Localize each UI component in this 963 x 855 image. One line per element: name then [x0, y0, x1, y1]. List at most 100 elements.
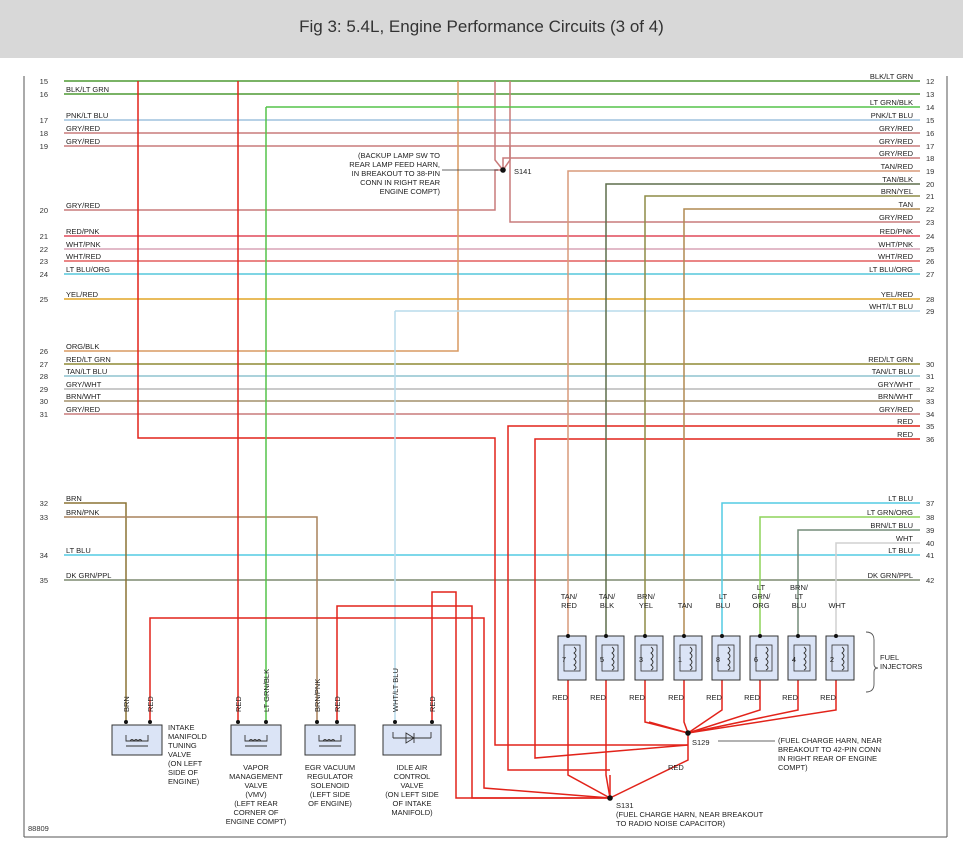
fuel-injector-wire-label: BLU — [792, 601, 807, 610]
left-pin-19: 19 — [40, 142, 48, 151]
vmv-solenoid-icon — [244, 735, 268, 747]
right-wire-label-32: GRY/WHT — [878, 380, 914, 389]
fuel-injector-red-label: RED — [668, 693, 684, 702]
left-pin-20: 20 — [40, 206, 48, 215]
fuel-injector-wire-label: TAN — [678, 601, 692, 610]
splice-s141-note: ENGINE COMPT) — [380, 187, 441, 196]
fuel-injector-wire-label: LT — [795, 592, 804, 601]
right-wire-label-30: RED/LT GRN — [868, 355, 913, 364]
egr-wire-label: BRN/PNK — [313, 679, 322, 712]
iac-wire-label: WHT/LT BLU — [391, 668, 400, 712]
fuel-injector-8-cylinder-number: 8 — [716, 655, 720, 664]
right-pin-40: 40 — [926, 539, 934, 548]
wire-injector-6-signal — [759, 516, 920, 636]
iac-label: OF INTAKE — [392, 799, 431, 808]
fuel-injector-2-coil — [831, 644, 849, 672]
right-pin-23: 23 — [926, 218, 934, 227]
splice-s141-note: IN BREAKOUT TO 38-PIN — [352, 169, 440, 178]
iac-label: CONTROL — [394, 772, 431, 781]
splice-s131-note: (FUEL CHARGE HARN, NEAR BREAKOUT — [616, 810, 764, 819]
right-pin-32: 32 — [926, 385, 934, 394]
right-wire-label-42: DK GRN/PPL — [868, 571, 913, 580]
egr-label: EGR VACUUM — [305, 763, 355, 772]
splice-s129-note: COMPT) — [778, 763, 808, 772]
right-wire-label-28: YEL/RED — [881, 290, 914, 299]
left-pin-30: 30 — [40, 397, 48, 406]
right-pin-42: 42 — [926, 576, 934, 585]
splice-s131-label: S131 — [616, 801, 634, 810]
fuel-injector-5-coil-icon — [611, 646, 615, 671]
left-wire-label-29: GRY/WHT — [66, 380, 102, 389]
splice-s129-note: BREAKOUT TO 42-PIN CONN — [778, 745, 881, 754]
wire-injector-5-red — [605, 680, 611, 799]
fuel-injector-wire-label: WHT — [828, 601, 845, 610]
figure-number-label: 88809 — [28, 824, 49, 833]
wire-brn-pnk-33 — [64, 516, 318, 722]
splice-s141-note: REAR LAMP FEED HARN, — [349, 160, 440, 169]
wire-s141-gry-red-18 — [502, 157, 920, 170]
fuel-injector-4-coil-icon — [803, 646, 807, 671]
vmv-label: VAPOR — [243, 763, 269, 772]
wire-imtv-red — [149, 617, 611, 799]
fuel-injector-red-label: RED — [590, 693, 606, 702]
right-wire-label-34: GRY/RED — [879, 405, 914, 414]
fuel-injector-2-cylinder-number: 2 — [830, 655, 834, 664]
vmv-pin-dot — [236, 720, 240, 724]
left-wire-label-17: PNK/LT BLU — [66, 111, 108, 120]
egr-solenoid-icon — [318, 735, 342, 747]
fuel-injector-2-coil-icon — [841, 646, 845, 671]
splice-s129-note: IN RIGHT REAR OF ENGINE — [778, 754, 877, 763]
right-pin-41: 41 — [926, 551, 934, 560]
wire-injector-3-red — [644, 680, 689, 734]
fuel-injector-1-cylinder-number: 1 — [678, 655, 682, 664]
fuel-injector-7-cylinder-number: 7 — [562, 655, 566, 664]
fuel-injector-2-body — [825, 635, 855, 681]
splice-s141-note: CONN IN RIGHT REAR — [360, 178, 440, 187]
fuel-injector-wire-label: LT — [757, 583, 766, 592]
left-pin-15: 15 — [40, 77, 48, 86]
vmv-label: MANAGEMENT — [229, 772, 283, 781]
fuel-injector-3-body — [634, 635, 664, 681]
right-pin-12: 12 — [926, 77, 934, 86]
left-pin-28: 28 — [40, 372, 48, 381]
fuel-injector-3-coil — [640, 644, 658, 672]
figure-header: Fig 3: 5.4L, Engine Performance Circuits… — [0, 0, 963, 58]
left-pin-17: 17 — [40, 116, 48, 125]
fuel-injector-wire-label: LT — [719, 592, 728, 601]
imtv-pin-dot — [124, 720, 128, 724]
vmv-label: (VMV) — [245, 790, 267, 799]
fuel-injector-red-label: RED — [706, 693, 722, 702]
iac-label: (ON LEFT SIDE — [385, 790, 439, 799]
s129-red-label: RED — [668, 763, 684, 772]
left-wire-label-30: BRN/WHT — [66, 392, 101, 401]
right-pin-24: 24 — [926, 232, 934, 241]
right-wire-label-39: BRN/LT BLU — [870, 521, 913, 530]
imtv-label: TUNING — [168, 741, 197, 750]
imtv-solenoid-icon — [125, 735, 149, 747]
fuel-injectors-brace — [865, 631, 879, 693]
fuel-injector-4-cylinder-number: 4 — [792, 655, 796, 664]
right-pin-37: 37 — [926, 499, 934, 508]
left-wire-label-26: ORG/BLK — [66, 342, 99, 351]
egr-label: SOLENOID — [311, 781, 350, 790]
splice-s141-note: (BACKUP LAMP SW TO — [358, 151, 440, 160]
wire-injector-1-signal — [683, 208, 920, 636]
fuel-injector-red-label: RED — [629, 693, 645, 702]
right-pin-38: 38 — [926, 513, 934, 522]
splice-s131-note: TO RADIO NOISE CAPACITOR) — [616, 819, 726, 828]
wire-injector-7-signal — [567, 170, 920, 636]
imtv-label: ENGINE) — [168, 777, 200, 786]
fuel-injector-8-coil — [717, 644, 735, 672]
right-pin-30: 30 — [926, 360, 934, 369]
right-wire-label-33: BRN/WHT — [878, 392, 913, 401]
fuel-injector-pin-dot — [758, 634, 762, 638]
left-wire-label-28: TAN/LT BLU — [66, 367, 107, 376]
egr-pin-dot — [335, 720, 339, 724]
right-wire-label-20: TAN/BLK — [882, 175, 913, 184]
right-pin-16: 16 — [926, 129, 934, 138]
right-wire-label-16: GRY/RED — [879, 124, 914, 133]
fuel-injector-wire-label: TAN/ — [599, 592, 616, 601]
left-wire-label-27: RED/LT GRN — [66, 355, 111, 364]
right-pin-33: 33 — [926, 397, 934, 406]
left-pin-21: 21 — [40, 232, 48, 241]
